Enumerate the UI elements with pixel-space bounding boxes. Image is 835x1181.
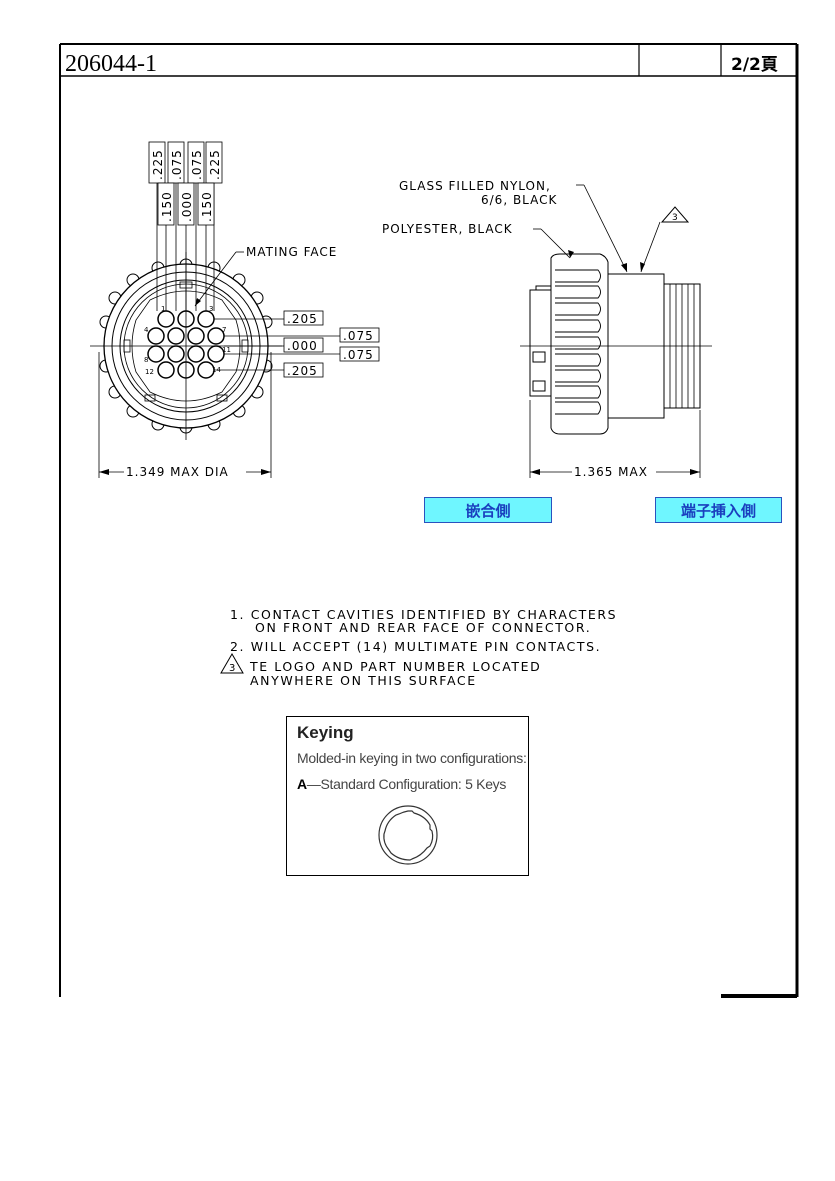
keying-ring-icon (378, 805, 438, 865)
notes: 1. CONTACT CAVITIES IDENTIFIED BY CHARAC… (220, 607, 617, 688)
dia-label: 1.349 MAX DIA (126, 465, 229, 479)
keying-subtitle: Molded-in keying in two configurations: (297, 750, 527, 766)
dim-mid-2: .000 (180, 191, 194, 222)
dim-top-4: .225 (208, 149, 222, 180)
keying-config-letter: A (297, 776, 307, 792)
cavity-number-1: 1 (161, 305, 165, 313)
keying-config-text: —Standard Configuration: 5 Keys (306, 776, 507, 792)
cavity-number-8: 8 (144, 356, 148, 364)
page-number: 2/2頁 (731, 55, 778, 75)
dim-right-2: .075 (343, 329, 374, 343)
part-number: 206044-1 (65, 51, 157, 77)
front-view (90, 183, 340, 478)
cavity-number-14: 14 (212, 366, 221, 374)
cavity-number-7: 7 (222, 326, 226, 334)
keying-box: Keying Molded-in keying in two configura… (286, 716, 529, 876)
mating-side-tag: 嵌合側 (424, 497, 552, 523)
right-dimension-boxes: .205 .075 .000 .075 .205 (283, 310, 380, 378)
note-2: 2. WILL ACCEPT (14) MULTIMATE PIN CONTAC… (230, 639, 601, 654)
dim-right-3: .000 (287, 339, 318, 353)
keying-config: A—Standard Configuration: 5 Keys (297, 776, 506, 792)
dim-top-3: .075 (190, 149, 204, 180)
note-1-line2: ON FRONT AND REAR FACE OF CONNECTOR. (255, 620, 591, 635)
note-3-number: 3 (229, 663, 235, 674)
dim-mid-3: .150 (200, 191, 214, 222)
cavity-number-3: 3 (209, 305, 213, 313)
polyester-label: POLYESTER, BLACK (382, 222, 513, 236)
dim-right-1: .205 (287, 312, 318, 326)
dim-top-1: .225 (151, 149, 165, 180)
cavity-number-12: 12 (145, 368, 154, 376)
note-1-line1: 1. CONTACT CAVITIES IDENTIFIED BY CHARAC… (230, 607, 617, 622)
keying-title: Keying (297, 723, 354, 742)
terminal-insertion-side-tag: 端子挿入側 (655, 497, 782, 523)
glass-nylon-label-line1: GLASS FILLED NYLON, (399, 179, 551, 193)
cavity-number-4: 4 (144, 326, 149, 334)
note-3-line1: TE LOGO AND PART NUMBER LOCATED (249, 659, 541, 674)
note-3-line2: ANYWHERE ON THIS SURFACE (250, 673, 477, 688)
mating-face-label: MATING FACE (246, 245, 337, 259)
dim-right-5: .205 (287, 364, 318, 378)
dim-right-4: .075 (343, 348, 374, 362)
dim-top-2: .075 (170, 149, 184, 180)
length-label: 1.365 MAX (574, 465, 648, 479)
cavity-numbers: 1 3 4 7 8 11 12 14 (144, 305, 231, 376)
top-dimension-boxes: .225 .075 .075 .225 .150 .000 .150 (148, 141, 223, 226)
note-ref-3: 3 (672, 213, 678, 223)
cavity-number-11: 11 (222, 346, 231, 354)
dim-mid-1: .150 (160, 191, 174, 222)
sheet-frame (59, 43, 799, 998)
side-view (520, 184, 712, 478)
glass-nylon-label-line2: 6/6, BLACK (481, 193, 558, 207)
